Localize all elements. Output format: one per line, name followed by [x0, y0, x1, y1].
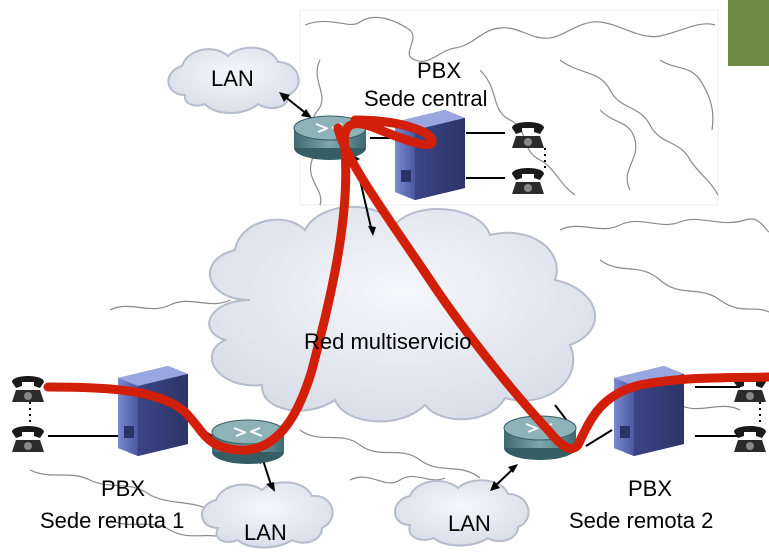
- multiservice-network-label: Red multiservicio: [304, 329, 472, 354]
- sede-remota-1-label: Sede remota 1: [40, 508, 185, 533]
- corner-accent: [728, 0, 769, 66]
- telephone-icon: [512, 122, 544, 148]
- lan-remote-1-label: LAN: [244, 520, 287, 545]
- lan-remote-2-label: LAN: [448, 511, 491, 536]
- call-path: [43, 115, 769, 455]
- map-top-panel: [299, 9, 719, 206]
- sede-remota-2-label: Sede remota 2: [569, 508, 714, 533]
- europe-map-outline: [29, 16, 769, 541]
- lan-cloud-remote-1: [201, 481, 334, 549]
- sede-central-label: Sede central: [364, 86, 488, 111]
- lan-central-label: LAN: [211, 66, 254, 91]
- telephone-icon: [734, 426, 766, 452]
- lan-cloud-remote-2: [394, 479, 530, 547]
- telephone-icon: [512, 168, 544, 194]
- pbx-central-label: PBX: [417, 58, 462, 83]
- lan-cloud-central: [167, 46, 300, 114]
- telephone-icon: [12, 376, 44, 402]
- pbx-remote-1-label: PBX: [101, 476, 146, 501]
- telephone-icon: [12, 426, 44, 452]
- pbx-remote-2-label: PBX: [628, 476, 673, 501]
